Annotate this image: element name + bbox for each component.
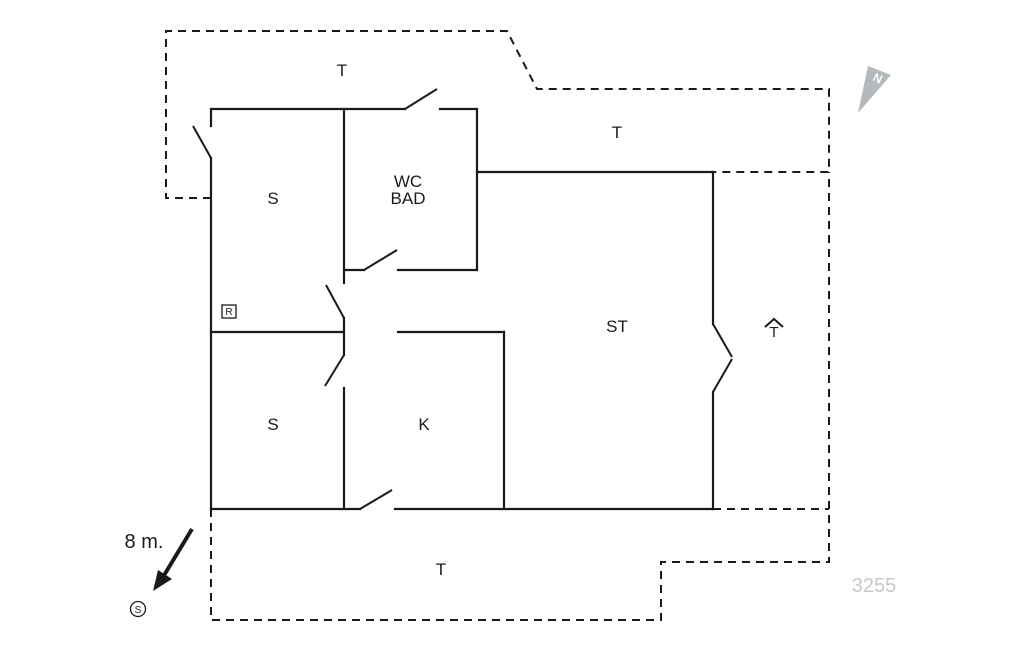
distance-label: 8 m.: [125, 531, 164, 553]
north-arrow-icon: N: [858, 66, 891, 113]
door-top-terrace: [404, 88, 438, 110]
room-label-bedroom-1: S: [267, 189, 278, 208]
room-label-terrace-bottom: T: [436, 560, 446, 579]
door-kitchen: [359, 489, 393, 510]
walls: [209, 107, 715, 511]
covered-terrace-roof-icon: [764, 317, 784, 328]
room-label-covered-terrace: T: [769, 324, 778, 341]
terrace-outlines: [165, 30, 830, 621]
radiator-label: R: [225, 307, 232, 318]
doors: [192, 88, 733, 510]
room-label-terrace-right-top: T: [612, 123, 622, 142]
terrace-top-outline: [165, 30, 830, 199]
door-wc: [363, 249, 398, 271]
terrace-bottom-outline: [210, 172, 830, 621]
door-living-terrace-a: [712, 323, 733, 358]
room-label-terrace-top: T: [337, 61, 347, 80]
plan-code: 3255: [852, 575, 897, 597]
door-living-terrace-b: [712, 358, 733, 393]
radiator-box: [221, 304, 237, 319]
room-label-bad: BAD: [391, 189, 426, 208]
door-left-terrace: [192, 125, 212, 159]
room-label-bedroom-2: S: [267, 415, 278, 434]
sea-marker-label: S: [135, 605, 142, 616]
door-bedroom-2: [324, 354, 345, 387]
sea-direction-arrow-icon: [153, 527, 194, 591]
door-bedroom-1: [325, 284, 345, 319]
room-label-living: ST: [606, 317, 628, 336]
room-label-wc: WC: [394, 172, 422, 191]
room-label-kitchen: K: [418, 415, 430, 434]
sea-marker-circle: [129, 600, 147, 618]
